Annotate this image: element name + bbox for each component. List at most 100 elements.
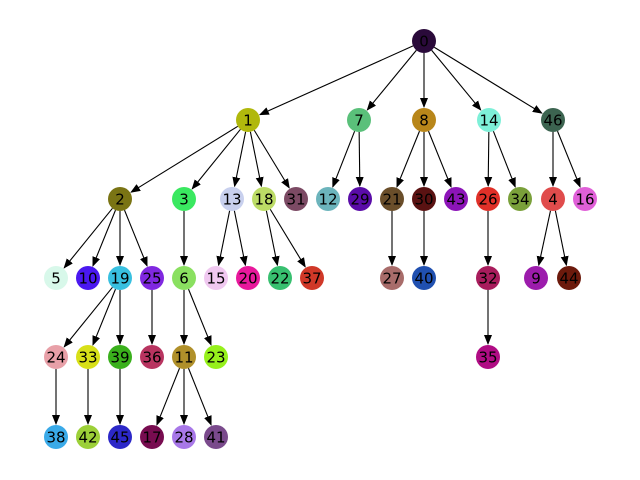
node-label: 7 (354, 112, 364, 130)
node-label: 5 (51, 270, 61, 288)
node-circle (300, 266, 324, 290)
edge-11-41 (187, 367, 212, 426)
node-36: 36 (140, 345, 164, 369)
node-circle (236, 266, 260, 290)
node-label: 11 (174, 349, 193, 367)
node-16: 16 (573, 187, 597, 211)
node-circle (172, 425, 196, 449)
node-label: 32 (478, 270, 497, 288)
node-5: 5 (44, 266, 68, 290)
node-circle (541, 108, 565, 132)
edge-46-16 (556, 130, 581, 188)
node-circle (412, 266, 436, 290)
node-8: 8 (412, 108, 436, 132)
node-13: 13 (220, 187, 244, 211)
edge-18-22 (265, 210, 280, 267)
edge-6-23 (187, 288, 212, 346)
node-circle (44, 345, 68, 369)
edge-13-15 (216, 210, 231, 267)
edge-0-7 (366, 49, 417, 111)
edge-2-10 (92, 209, 117, 267)
node-label: 13 (222, 191, 241, 209)
node-label: 29 (350, 191, 369, 209)
node-3: 3 (172, 187, 196, 211)
edge-11-17 (156, 367, 181, 426)
node-circle (252, 187, 276, 211)
node-label: 41 (206, 429, 225, 447)
node-circle (412, 108, 436, 132)
node-label: 6 (179, 270, 189, 288)
node-circle (140, 345, 164, 369)
node-circle (444, 187, 468, 211)
node-31: 31 (284, 187, 308, 211)
edge-4-44 (554, 210, 569, 267)
edge-19-33 (92, 288, 117, 346)
edge-14-26 (484, 131, 493, 188)
edge-4-9 (536, 210, 552, 267)
edge-7-29 (355, 131, 364, 188)
node-circle (524, 266, 548, 290)
edge-1-13 (232, 131, 247, 188)
edge-8-43 (427, 130, 452, 188)
node-circle (380, 266, 404, 290)
node-circle (557, 266, 581, 290)
node-label: 43 (446, 191, 465, 209)
node-0: 0 (412, 29, 436, 53)
node-label: 26 (478, 191, 497, 209)
node-28: 28 (172, 425, 196, 449)
node-label: 9 (531, 270, 541, 288)
node-label: 2 (115, 191, 125, 209)
node-34: 34 (508, 187, 532, 211)
edge-13-20 (233, 210, 248, 267)
node-6: 6 (172, 266, 196, 290)
node-label: 1 (243, 112, 253, 130)
node-label: 46 (543, 112, 562, 130)
node-37: 37 (300, 266, 324, 290)
node-label: 17 (142, 429, 161, 447)
node-circle (380, 187, 404, 211)
node-label: 10 (78, 270, 97, 288)
node-label: 0 (419, 33, 429, 51)
node-label: 22 (270, 270, 289, 288)
node-label: 23 (206, 349, 225, 367)
node-17: 17 (140, 425, 164, 449)
node-40: 40 (412, 266, 436, 290)
node-1: 1 (236, 108, 260, 132)
node-14: 14 (477, 108, 501, 132)
node-25: 25 (140, 266, 164, 290)
edge-0-46 (433, 46, 543, 114)
node-label: 12 (318, 191, 337, 209)
node-circle (108, 266, 132, 290)
node-circle (541, 187, 565, 211)
edge-1-3 (191, 128, 241, 190)
node-label: 19 (110, 270, 129, 288)
edge-18-37 (269, 208, 306, 268)
edge-1-31 (253, 129, 290, 189)
node-label: 37 (302, 270, 321, 288)
node-29: 29 (348, 187, 372, 211)
node-2: 2 (108, 187, 132, 211)
node-39: 39 (108, 345, 132, 369)
node-label: 36 (142, 349, 161, 367)
node-label: 35 (478, 349, 497, 367)
node-42: 42 (76, 425, 100, 449)
node-label: 38 (46, 429, 65, 447)
node-19: 19 (108, 266, 132, 290)
node-circle (412, 29, 436, 53)
edge-8-21 (396, 130, 421, 188)
edge-14-34 (492, 130, 516, 188)
node-circle (140, 425, 164, 449)
node-41: 41 (204, 425, 228, 449)
node-circle (76, 345, 100, 369)
node-label: 8 (419, 112, 429, 130)
node-circle (477, 108, 501, 132)
node-circle (476, 266, 500, 290)
node-label: 4 (548, 191, 558, 209)
node-label: 31 (286, 191, 305, 209)
node-35: 35 (476, 345, 500, 369)
node-7: 7 (347, 108, 371, 132)
node-circle (508, 187, 532, 211)
node-circle (412, 187, 436, 211)
